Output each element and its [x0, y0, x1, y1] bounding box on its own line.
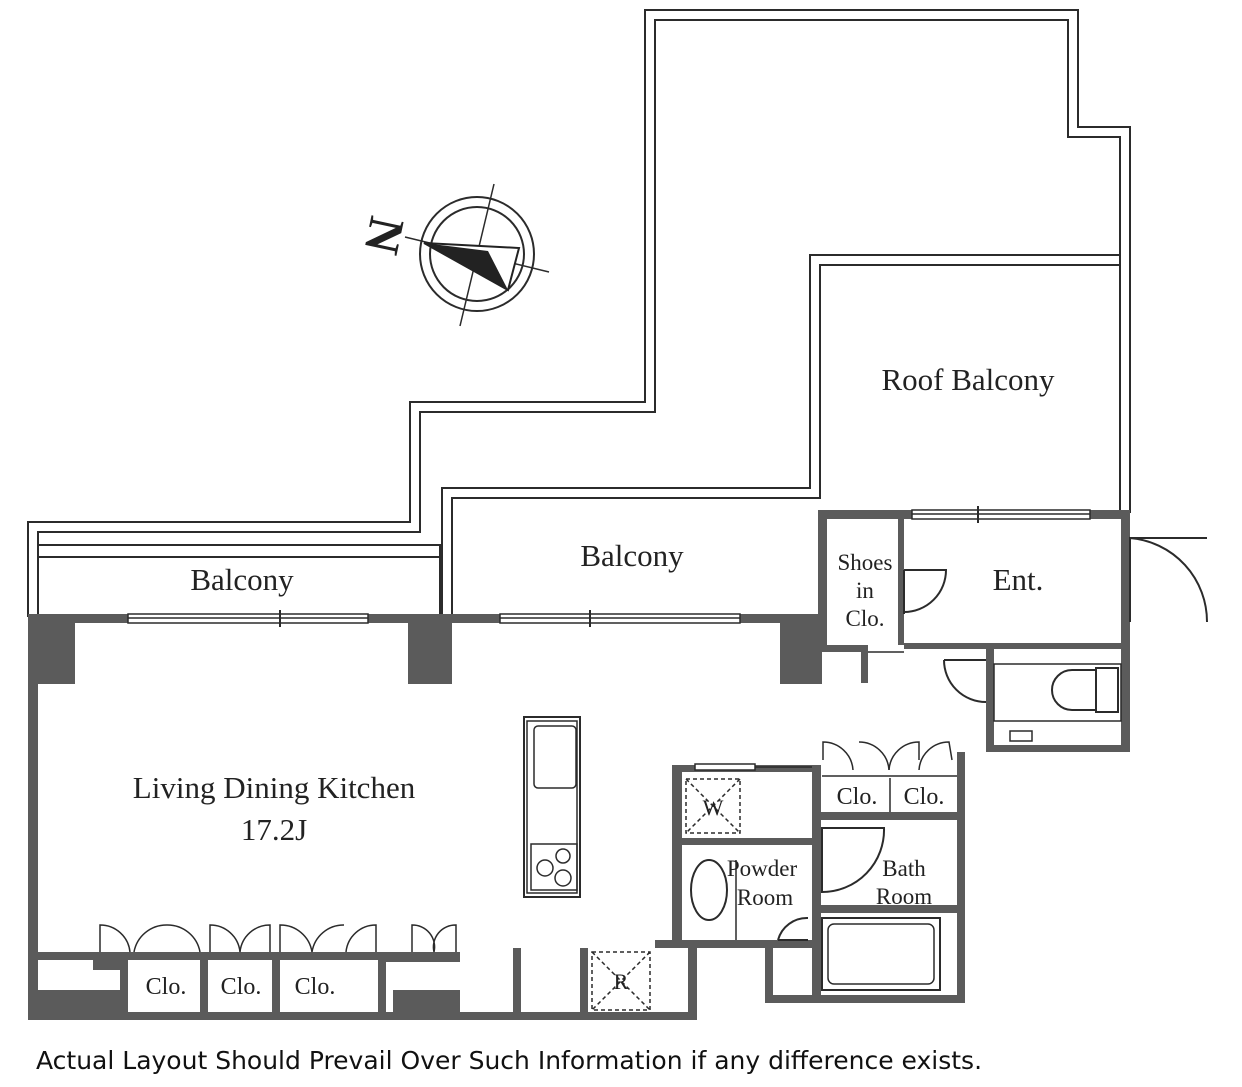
toilet: [993, 663, 1122, 742]
label-bath-line2: Room: [876, 884, 932, 909]
label-roof-balcony: Roof Balcony: [881, 362, 1055, 397]
label-closet-2: Clo.: [221, 974, 262, 1000]
windows: [127, 506, 1091, 771]
label-shoes-line3: Clo.: [846, 606, 885, 631]
label-balcony-center: Balcony: [580, 538, 684, 573]
doors: [99, 536, 1209, 953]
compass-north-label: N: [353, 212, 415, 259]
label-shoes-line2: in: [856, 578, 874, 603]
compass: N: [353, 183, 550, 327]
walls: [28, 510, 1130, 1020]
label-refrigerator: R: [614, 969, 629, 994]
label-ldk: Living Dining Kitchen: [133, 770, 416, 805]
label-bath-line1: Bath: [882, 856, 926, 881]
label-washer: W: [703, 795, 724, 820]
disclaimer-text: Actual Layout Should Prevail Over Such I…: [36, 1046, 983, 1075]
label-shoes-line1: Shoes: [838, 550, 893, 575]
fixtures: [523, 651, 1122, 1011]
label-closet-3: Clo.: [295, 974, 336, 1000]
label-closet-5: Clo.: [904, 784, 945, 810]
label-balcony-left: Balcony: [190, 562, 294, 597]
kitchen-island: [523, 716, 581, 898]
label-closet-4: Clo.: [837, 784, 878, 810]
balcony-parapet: [27, 9, 1131, 617]
room-labels: Balcony Balcony Roof Balcony Shoes in Cl…: [133, 362, 1055, 1000]
label-entrance: Ent.: [993, 562, 1044, 597]
label-powder-line2: Room: [737, 885, 793, 910]
label-closet-1: Clo.: [146, 974, 187, 1000]
label-powder-line1: Powder: [727, 856, 798, 881]
label-ldk-size: 17.2J: [241, 812, 307, 847]
